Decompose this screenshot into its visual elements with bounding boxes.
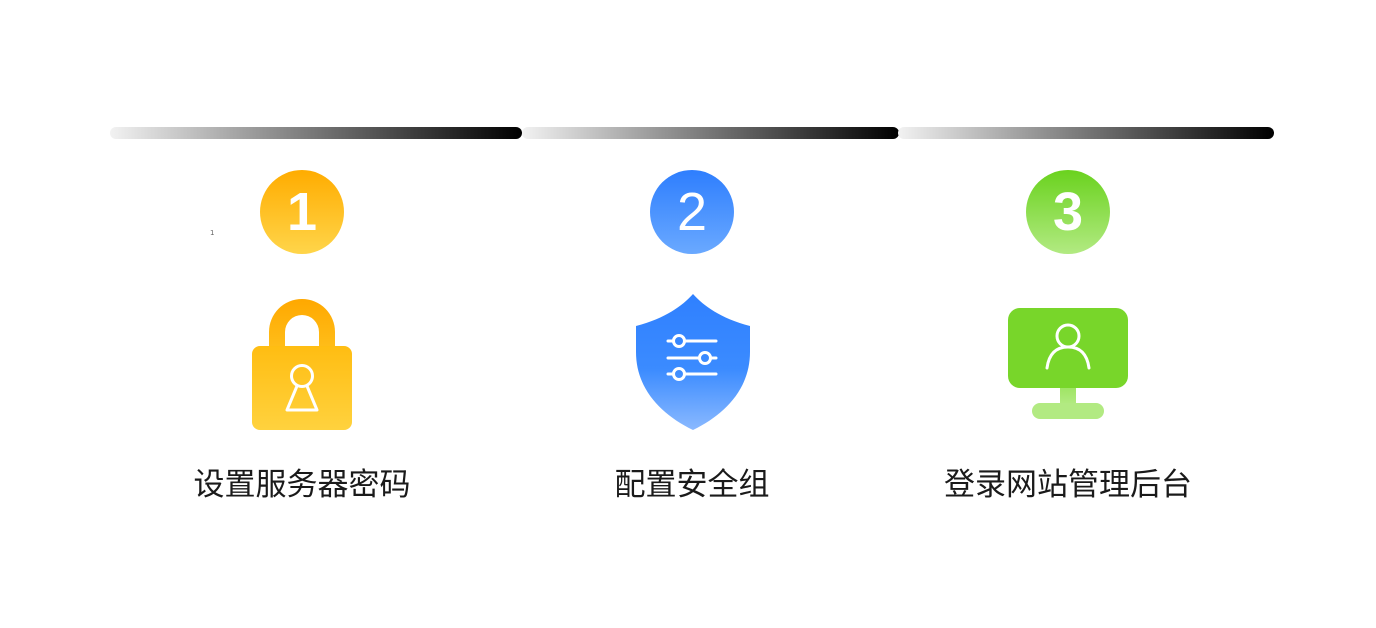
progress-bar-segment-2 (522, 127, 899, 139)
stray-mark: 1 (210, 229, 215, 237)
step-label-3: 登录网站管理后台 (944, 467, 1192, 503)
step-number-badge-1: 1 (260, 170, 344, 254)
step-label-1: 设置服务器密码 (193, 467, 411, 503)
step-number-badge-2: 2 (650, 170, 734, 254)
progress-bar-segment-1 (110, 127, 522, 139)
step-number-badge-3: 3 (1026, 170, 1110, 254)
security-shield-icon (634, 292, 752, 432)
lock-icon (250, 292, 354, 432)
step-label-2: 配置安全组 (614, 467, 770, 503)
progress-bar-segment-3 (898, 127, 1274, 139)
monitor-user-icon (1006, 306, 1130, 422)
